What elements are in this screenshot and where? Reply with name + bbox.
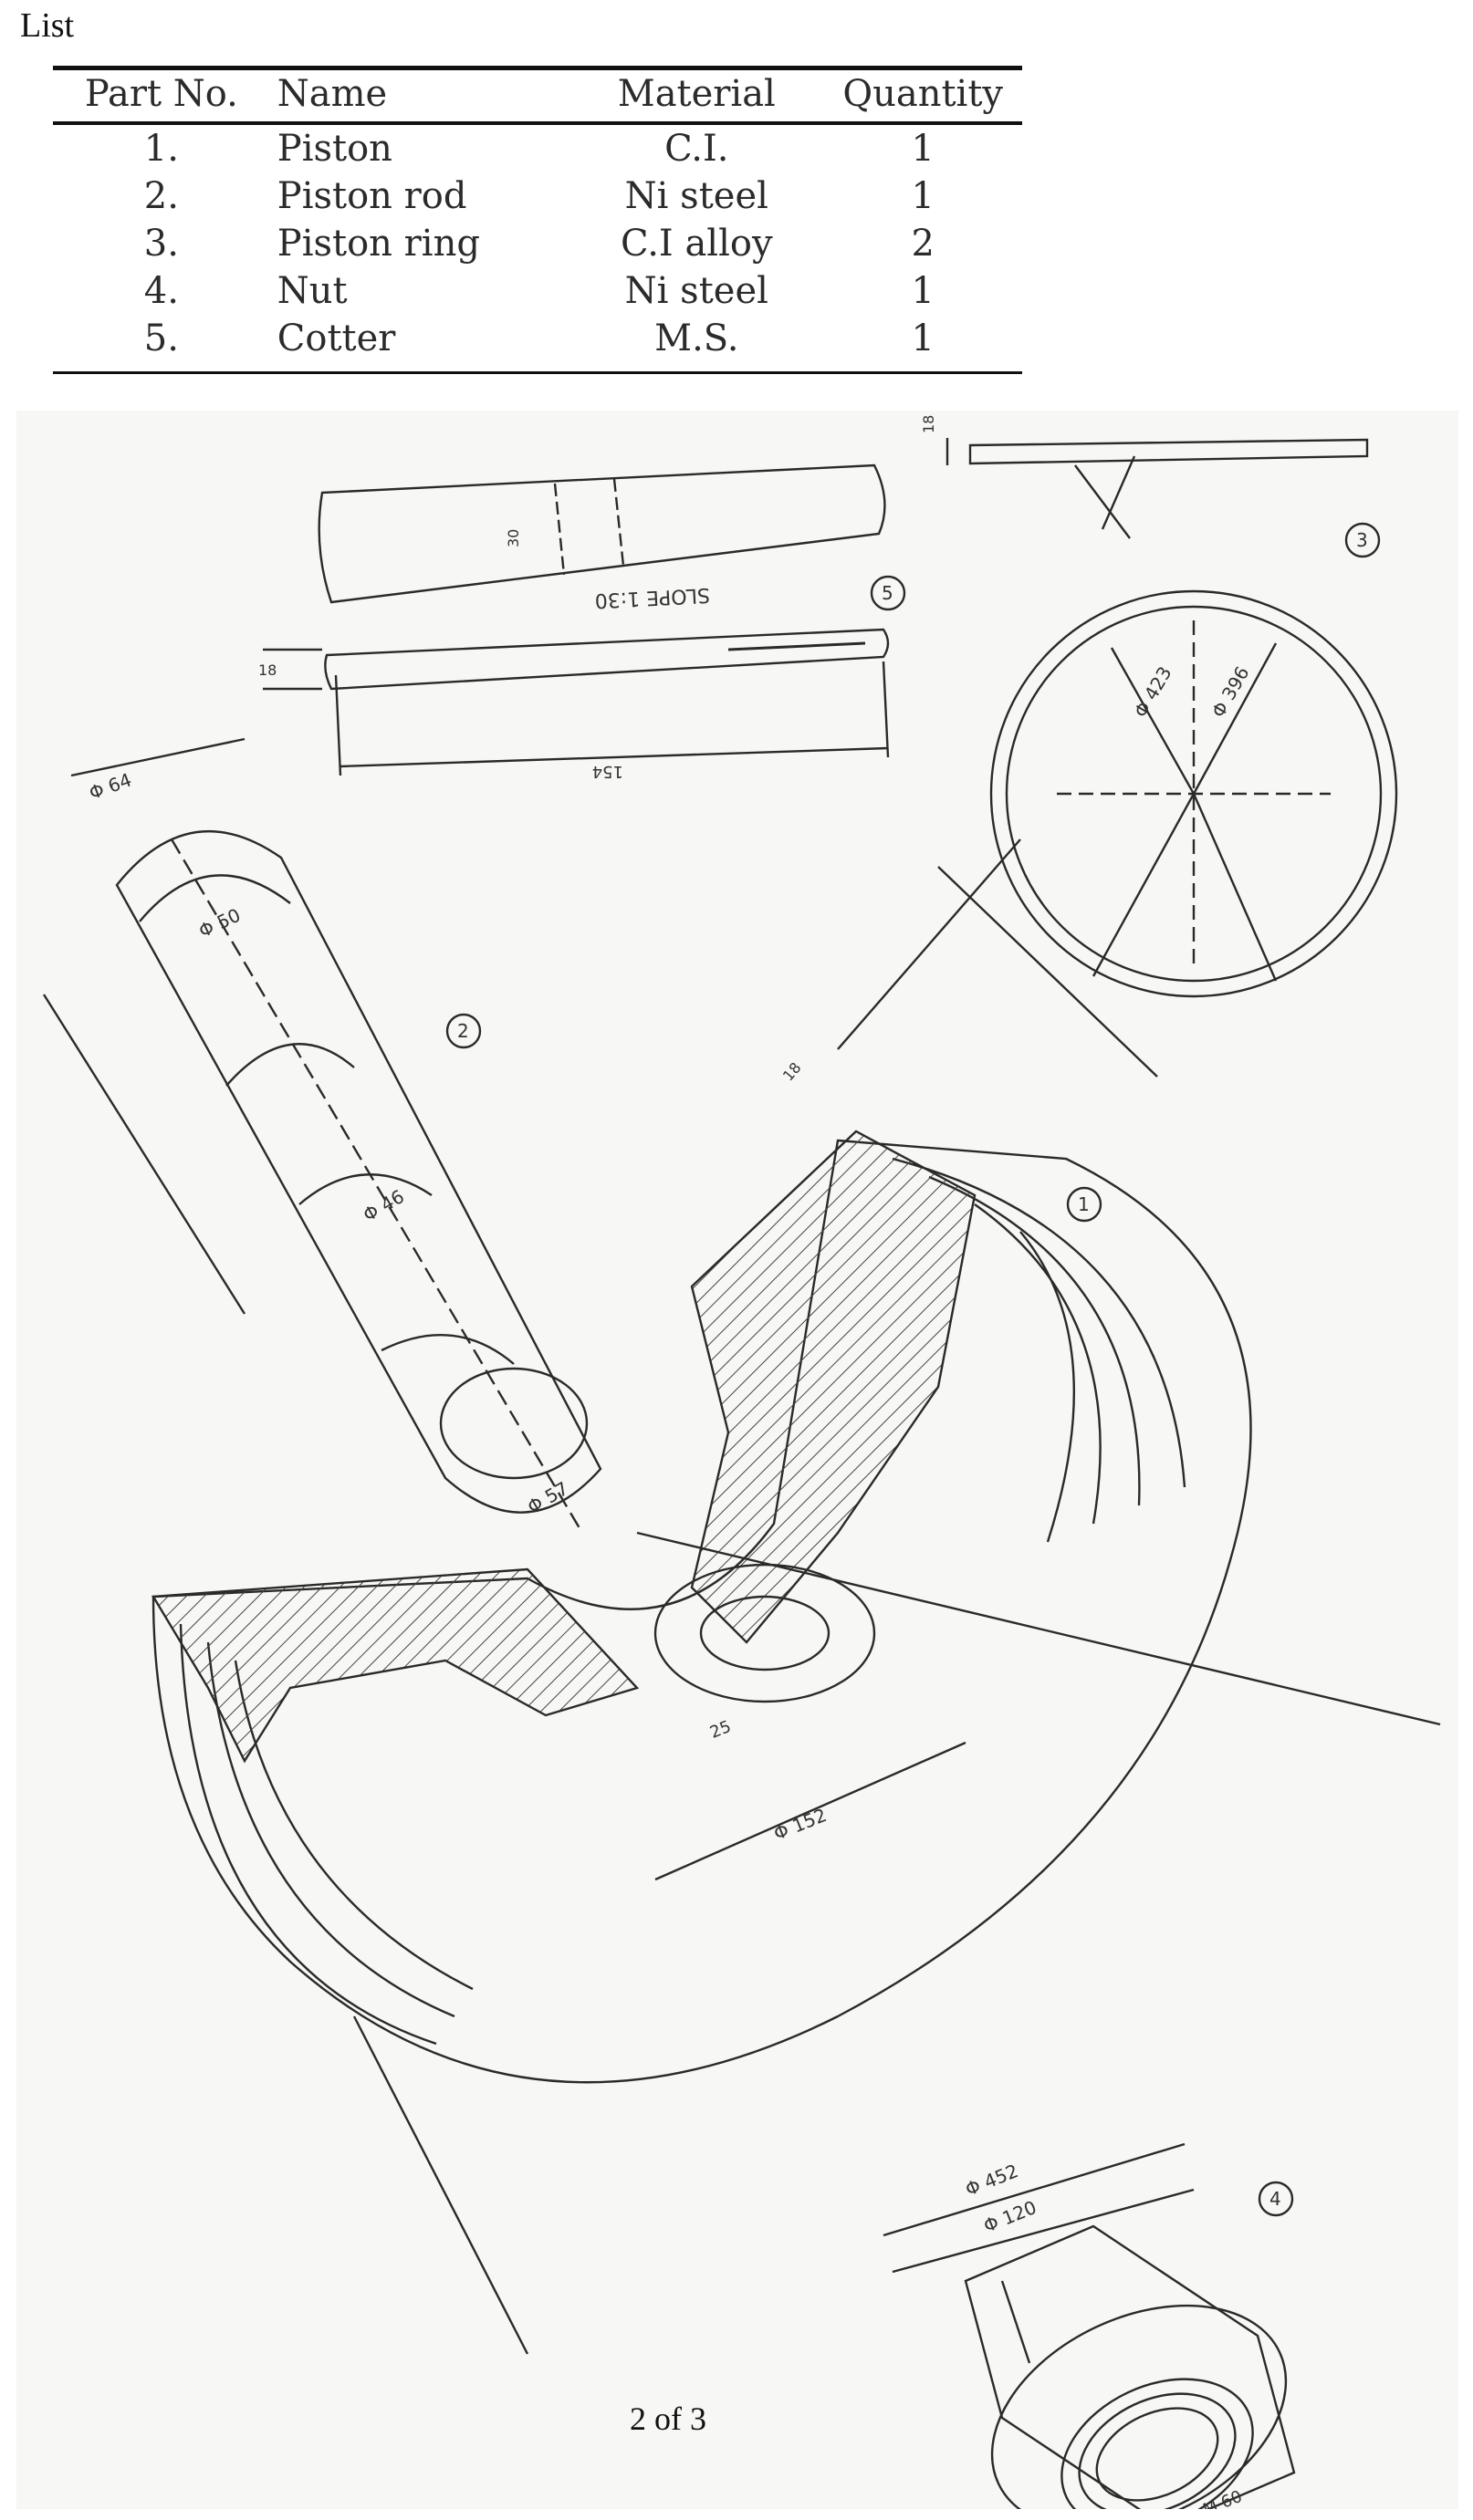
cell-part-no: 1. [143, 128, 179, 170]
cell-name: Nut [277, 270, 348, 312]
rod-dia-end: Φ 57 [524, 1477, 572, 1518]
header-name: Name [269, 66, 570, 125]
cotter-thickness: 18 [258, 661, 277, 679]
cell-name: Piston rod [277, 175, 467, 217]
table-row: 3. Piston ring C.I alloy 2 [53, 220, 1022, 267]
cell-material: M.S. [569, 315, 824, 374]
piston-drawing: Φ 152 25 18 1 [151, 838, 1441, 2355]
cell-quantity: 1 [911, 128, 935, 170]
header-part-no: Part No. [53, 66, 270, 125]
parts-list-table: Part No. Name Material Quantity 1. Pisto… [53, 66, 1022, 374]
cotter-length: 154 [592, 762, 623, 781]
ring-thickness: 18 [920, 415, 937, 433]
part-label-3: 3 [1356, 529, 1368, 551]
cell-part-no: 4. [143, 270, 179, 312]
piston-rod-drawing: Φ 64 Φ 50 Φ 46 Φ 57 2 [42, 737, 602, 1534]
piston-bore: Φ 152 [770, 1804, 830, 1845]
nut-outer-dia: Φ 452 [962, 2160, 1021, 2201]
table-row: 1. Piston C.I. 1 [53, 123, 1022, 172]
piston-ring-drawing: 18 Φ 423 Φ 396 3 [920, 415, 1398, 998]
table-row: 2. Piston rod Ni steel 1 [53, 172, 1022, 220]
cell-part-no: 2. [143, 175, 179, 217]
cell-quantity: 1 [911, 270, 935, 312]
rod-dia-large: Φ 64 [86, 768, 134, 804]
table-row: 5. Cotter M.S. 1 [53, 315, 1022, 374]
cell-material: Ni steel [624, 175, 768, 217]
nut-drawing: Φ 452 Φ 120 M 60 4 [883, 2142, 1296, 2509]
header-material: Material [569, 66, 824, 125]
cotter-drawing: SLOPE 1:30 154 30 18 5 [258, 463, 906, 781]
nut-thread: M 60 [1200, 2487, 1245, 2509]
cell-quantity: 1 [823, 315, 1022, 374]
cell-material: C.I. [664, 128, 729, 170]
table-row: 4. Nut Ni steel 1 [53, 267, 1022, 315]
header-quantity: Quantity [823, 66, 1022, 125]
cell-name: Piston [277, 128, 392, 170]
cell-material: Ni steel [624, 270, 768, 312]
rod-dia-small: Φ 46 [360, 1185, 408, 1226]
part-label-2: 2 [457, 1020, 469, 1042]
piston-groove: 18 [779, 1059, 805, 1085]
cell-part-no: 3. [143, 223, 179, 265]
part-label-1: 1 [1078, 1193, 1090, 1215]
part-label-5: 5 [882, 582, 893, 604]
piston-depth: 25 [707, 1717, 734, 1743]
cell-name: Cotter [269, 315, 570, 374]
part-label-4: 4 [1269, 2188, 1281, 2210]
cotter-width: 30 [505, 529, 522, 547]
cell-quantity: 2 [911, 223, 935, 265]
cell-quantity: 1 [911, 175, 935, 217]
cell-name: Piston ring [277, 223, 480, 265]
page-heading: List [20, 6, 75, 45]
cell-material: C.I alloy [621, 223, 773, 265]
rod-dia-mid: Φ 50 [195, 904, 244, 942]
page-number: 2 of 3 [630, 2400, 706, 2437]
assembly-drawing: SLOPE 1:30 154 30 18 5 18 Φ 423 Φ 396 3 [16, 411, 1458, 2509]
cell-part-no: 5. [53, 315, 270, 374]
ring-outer-dia: Φ 396 [1207, 662, 1254, 721]
cotter-slope-note: SLOPE 1:30 [594, 583, 710, 612]
table-header-row: Part No. Name Material Quantity [53, 66, 1022, 125]
